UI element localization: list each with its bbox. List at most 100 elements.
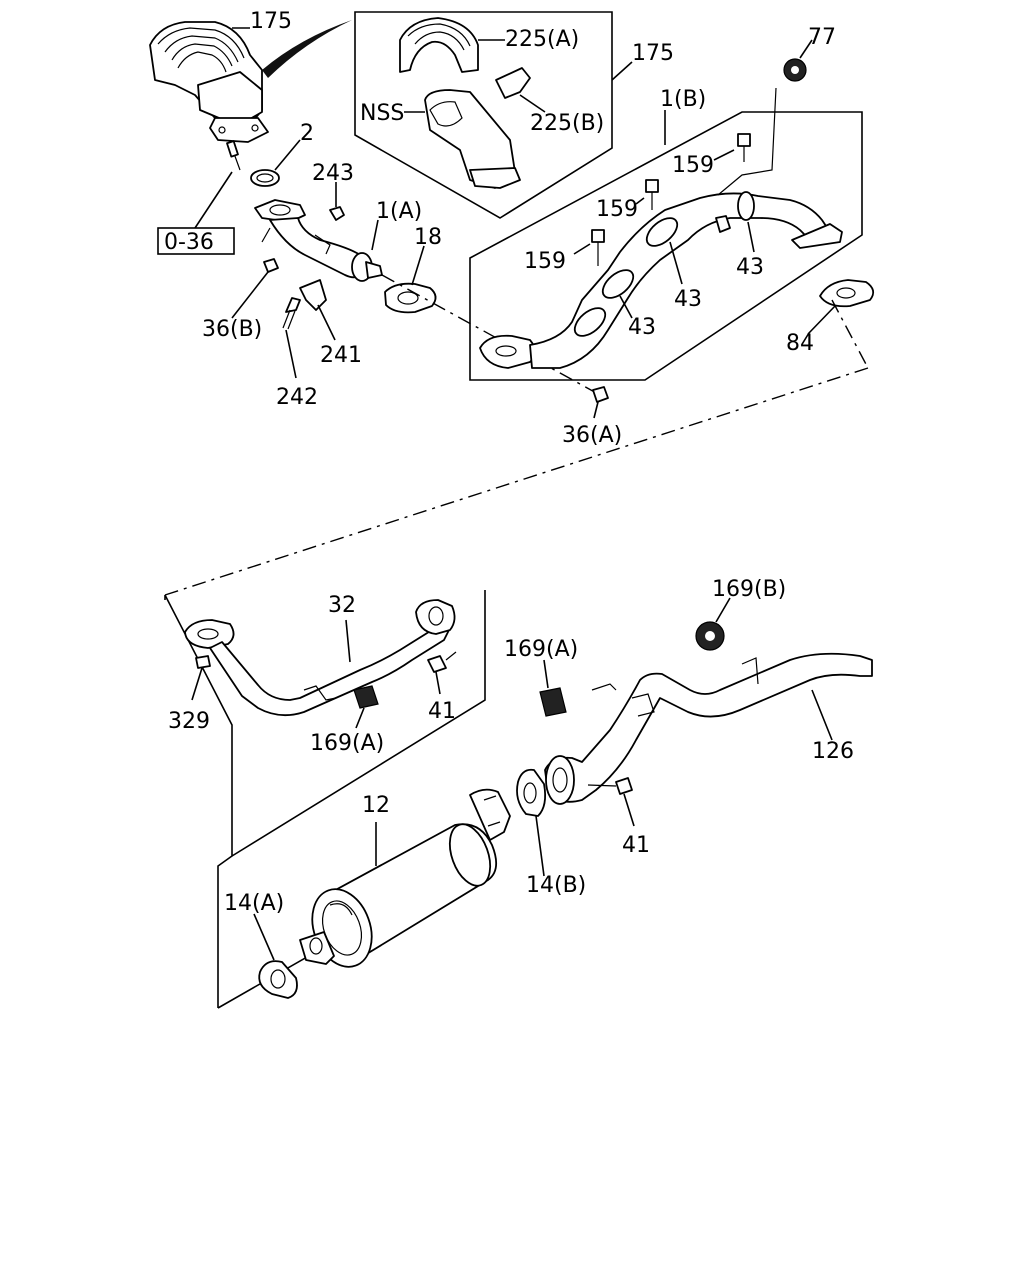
stud-36b bbox=[261, 227, 271, 243]
nut-41b bbox=[615, 777, 633, 795]
leader-175b bbox=[611, 61, 633, 81]
leader-77 bbox=[799, 39, 813, 59]
leader-43c bbox=[747, 221, 755, 253]
nut-41a bbox=[427, 655, 447, 673]
leader-36b bbox=[231, 271, 269, 319]
label-36a: 36(A) bbox=[562, 423, 622, 448]
gasket-14a bbox=[258, 960, 298, 999]
label-175b: 175 bbox=[632, 41, 674, 66]
detail-box bbox=[354, 11, 613, 219]
leader-169a-2 bbox=[543, 659, 549, 689]
hanger-169a-2 bbox=[539, 687, 567, 717]
bolt-159b-head bbox=[645, 179, 659, 193]
bolt-242 bbox=[282, 309, 296, 330]
label-329: 329 bbox=[168, 709, 210, 734]
centerline-2 bbox=[164, 367, 869, 596]
label-43c: 43 bbox=[736, 255, 764, 280]
label-36b: 36(B) bbox=[202, 317, 262, 342]
exhaust-manifold-nss bbox=[424, 89, 521, 189]
centerline-1 bbox=[381, 274, 601, 396]
leader-43b bbox=[669, 241, 683, 285]
label-43b: 43 bbox=[674, 287, 702, 312]
gasket-18 bbox=[384, 282, 437, 314]
heat-shield-225b bbox=[495, 67, 531, 99]
arrow-to-detail bbox=[262, 20, 352, 78]
nut-243 bbox=[329, 206, 345, 221]
leader-14a bbox=[253, 913, 275, 961]
stud-head bbox=[226, 140, 239, 158]
stud-41a bbox=[445, 651, 457, 661]
leader-126 bbox=[811, 689, 833, 741]
leader-41b bbox=[623, 793, 635, 827]
heat-shield-175 bbox=[149, 21, 269, 143]
leader-242 bbox=[285, 329, 297, 379]
label-159b: 159 bbox=[596, 197, 638, 222]
label-036: 0-36 bbox=[164, 230, 214, 255]
leader-1a bbox=[371, 219, 379, 251]
gasket-84 bbox=[819, 279, 875, 308]
ref-box-036 bbox=[157, 227, 235, 255]
leader-169b bbox=[715, 597, 731, 623]
label-1a: 1(A) bbox=[376, 199, 422, 224]
label-2: 2 bbox=[300, 121, 314, 146]
leader-18 bbox=[411, 245, 425, 286]
bracket-241 bbox=[299, 279, 327, 311]
bolt-159a-head bbox=[737, 133, 751, 147]
gasket-14b bbox=[516, 768, 547, 817]
label-242: 242 bbox=[276, 385, 318, 410]
leader-41a bbox=[435, 671, 441, 695]
leader-159c bbox=[573, 243, 591, 255]
leader-159a bbox=[713, 149, 735, 161]
leader-43a bbox=[619, 295, 633, 319]
label-169b: 169(B) bbox=[712, 577, 786, 602]
frame-right bbox=[231, 590, 486, 857]
label-12: 12 bbox=[362, 793, 390, 818]
label-241: 241 bbox=[320, 343, 362, 368]
label-14b: 14(B) bbox=[526, 873, 586, 898]
leader-14b bbox=[535, 815, 545, 877]
leader-225b bbox=[519, 94, 546, 113]
detail-box-1b bbox=[469, 111, 863, 381]
nut-329 bbox=[195, 655, 211, 669]
label-41b: 41 bbox=[622, 833, 650, 858]
intermediate-pipe-1b bbox=[479, 87, 843, 369]
label-159a: 159 bbox=[672, 153, 714, 178]
leader-241 bbox=[317, 304, 336, 341]
bolt-159c-head bbox=[591, 229, 605, 243]
leader-84 bbox=[807, 304, 837, 335]
label-225b: 225(B) bbox=[530, 111, 604, 136]
tail-pipe-126 bbox=[544, 652, 873, 805]
nut-36a bbox=[592, 386, 609, 403]
leader-32 bbox=[345, 619, 351, 663]
leader-36a bbox=[593, 401, 599, 419]
front-pipe-1a bbox=[254, 199, 383, 282]
label-18: 18 bbox=[414, 225, 442, 250]
heat-shield-225a bbox=[399, 17, 479, 73]
label-nss: NSS bbox=[360, 101, 404, 126]
nut-36b bbox=[263, 258, 279, 273]
muffler-12 bbox=[299, 788, 511, 968]
leader-169a-1 bbox=[355, 707, 365, 729]
label-1b: 1(B) bbox=[660, 87, 706, 112]
gasket-2 bbox=[250, 169, 280, 187]
pipe-32 bbox=[184, 599, 456, 717]
stud-41b bbox=[587, 784, 617, 787]
leader-2 bbox=[274, 139, 301, 171]
label-41a: 41 bbox=[428, 699, 456, 724]
label-14a: 14(A) bbox=[224, 891, 284, 916]
hanger-169a-1 bbox=[353, 685, 379, 709]
leader-329 bbox=[191, 667, 203, 701]
label-243: 243 bbox=[312, 161, 354, 186]
leader-159b bbox=[635, 197, 645, 205]
centerline-84 bbox=[831, 299, 869, 369]
label-169a-1: 169(A) bbox=[310, 731, 384, 756]
bolt-242-head bbox=[285, 297, 301, 313]
label-126: 126 bbox=[812, 739, 854, 764]
label-43a: 43 bbox=[628, 315, 656, 340]
leader-036 bbox=[194, 171, 233, 229]
label-32: 32 bbox=[328, 593, 356, 618]
label-175a: 175 bbox=[250, 9, 292, 34]
label-84: 84 bbox=[786, 331, 814, 356]
label-225a: 225(A) bbox=[505, 27, 579, 52]
